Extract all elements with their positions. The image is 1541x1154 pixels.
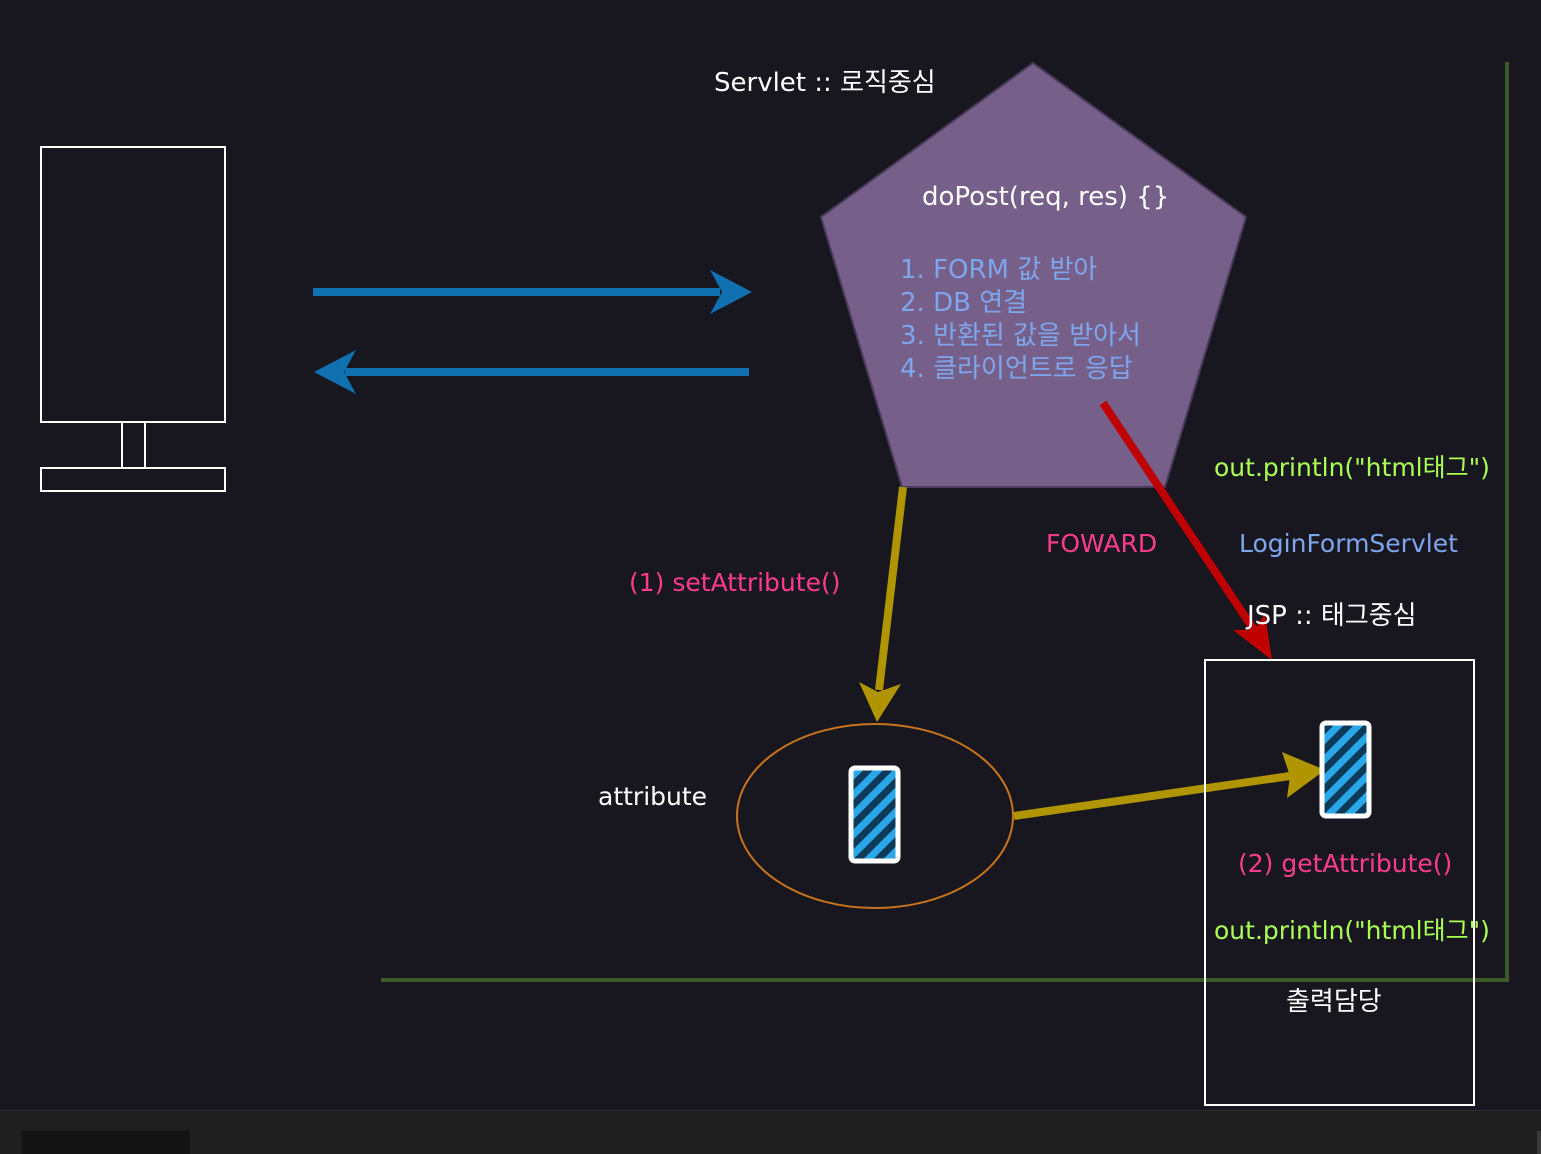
attribute-label: attribute xyxy=(598,782,708,811)
request-arrow xyxy=(313,270,752,314)
servlet-pentagon xyxy=(819,61,1248,488)
get-attribute-arrow xyxy=(1013,752,1325,820)
forward-arrow xyxy=(1099,400,1272,660)
jsp-title: JSP :: 태그중심 xyxy=(1247,601,1417,631)
jsp-container-border xyxy=(381,62,1509,982)
client-monitor-icon xyxy=(40,146,226,492)
output-role-label: 출력담당 xyxy=(1286,987,1382,1017)
do-post-label: doPost(req, res) {} xyxy=(922,182,1170,212)
step-item: 3. 반환된 값을 받아서 xyxy=(900,321,1141,351)
set-attribute-label: (1) setAttribute() xyxy=(629,568,841,597)
scroll-handle[interactable] xyxy=(1537,1131,1541,1154)
attribute-object-icon xyxy=(848,765,901,864)
step-item: 4. 클라이언트로 응답 xyxy=(900,354,1133,384)
get-attribute-label: (2) getAttribute() xyxy=(1238,849,1453,878)
bottom-toolbar xyxy=(0,1110,1541,1154)
out-println-top-label: out.println("html태그") xyxy=(1214,453,1490,482)
out-println-bottom-label: out.println("html태그") xyxy=(1214,916,1490,945)
set-attribute-arrow xyxy=(859,486,907,722)
login-form-servlet-label: LoginFormServlet xyxy=(1239,529,1458,558)
attribute-scope-ellipse xyxy=(736,723,1014,909)
servlet-title: Servlet :: 로직중심 xyxy=(714,68,936,98)
jsp-attribute-object-icon xyxy=(1319,720,1372,819)
step-item: 2. DB 연결 xyxy=(900,288,1028,318)
jsp-box xyxy=(1204,659,1475,1106)
forward-label: FOWARD xyxy=(1046,529,1158,558)
servlet-steps-list: 1. FORM 값 받아 2. DB 연결 3. 반환된 값을 받아서 4. 클… xyxy=(900,254,1141,386)
step-item: 1. FORM 값 받아 xyxy=(900,255,1098,285)
page-tab[interactable] xyxy=(22,1131,190,1154)
response-arrow xyxy=(314,350,749,394)
